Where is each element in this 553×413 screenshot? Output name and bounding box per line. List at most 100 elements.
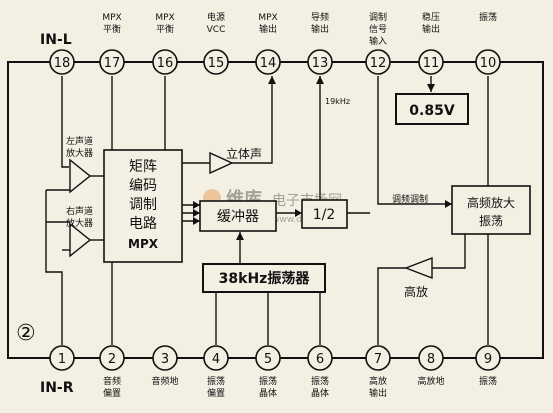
pin-circle bbox=[255, 345, 281, 371]
left-amp-triangle bbox=[69, 158, 92, 194]
pin-label: 音频 bbox=[103, 375, 121, 387]
right-amp-label-2: 放大器 bbox=[66, 217, 93, 229]
pin-circle bbox=[475, 49, 501, 75]
rf-amp-line-2: 振荡 bbox=[479, 214, 503, 228]
pin-label: 输出 bbox=[369, 387, 387, 399]
pin-label: 振荡 bbox=[311, 375, 329, 387]
stereo-triangle bbox=[209, 151, 234, 175]
pin-number: 10 bbox=[480, 56, 497, 71]
in-l-label: IN-L bbox=[40, 32, 72, 48]
pin-number: 16 bbox=[157, 56, 174, 71]
top-pin-18: 18 bbox=[49, 49, 75, 75]
pin-number: 12 bbox=[370, 56, 387, 71]
in-r-label: IN-R bbox=[40, 380, 74, 396]
bottom-pin-9: 9 振荡 bbox=[475, 345, 501, 387]
matrix-block bbox=[103, 149, 183, 263]
top-pin-10: 10 振荡 bbox=[475, 11, 501, 75]
pin-circle bbox=[365, 345, 391, 371]
regulator-block bbox=[395, 93, 469, 125]
pin-label: 平衡 bbox=[103, 23, 121, 35]
pin-label: 导频 bbox=[311, 11, 329, 23]
pin-label: 调制 bbox=[369, 11, 387, 23]
pin-label: 输出 bbox=[311, 23, 329, 35]
pin-circle bbox=[203, 49, 229, 75]
pin-label: 高放 bbox=[369, 375, 387, 387]
regulator-label: 0.85V bbox=[409, 103, 455, 119]
pin-number: 15 bbox=[208, 56, 225, 71]
pin-label: 高放地 bbox=[417, 375, 444, 387]
right-amp-triangle bbox=[69, 222, 92, 258]
pilot-freq-label: 19kHz bbox=[325, 97, 350, 106]
pin-circle bbox=[418, 345, 444, 371]
pin-label: 振荡 bbox=[479, 375, 497, 387]
stereo-label: 立体声 bbox=[226, 146, 262, 161]
rf-out-triangle bbox=[404, 256, 433, 280]
pin-number: 13 bbox=[312, 56, 329, 71]
pin-circle bbox=[255, 49, 281, 75]
left-amp-label-2: 放大器 bbox=[66, 147, 93, 159]
bottom-pin-3: 3 音频地 bbox=[151, 345, 179, 387]
pin-label: 电源 bbox=[207, 11, 225, 23]
pin-label: 信号 bbox=[369, 23, 387, 35]
pin-label: 平衡 bbox=[156, 23, 174, 35]
osc38-block bbox=[202, 263, 326, 293]
pin-label: MPX bbox=[102, 13, 121, 23]
pin-number: 2 bbox=[108, 352, 116, 367]
pin-label: MPX bbox=[155, 13, 174, 23]
pin-label: 偏置 bbox=[103, 387, 121, 399]
rf-out-label: 高放 bbox=[404, 284, 428, 299]
matrix-line-1: 矩阵 bbox=[129, 159, 157, 175]
pin-number: 3 bbox=[161, 352, 169, 367]
rf-amp-line-1: 高频放大 bbox=[467, 195, 515, 210]
pin-label: 振荡 bbox=[207, 375, 225, 387]
pin-label: MPX bbox=[258, 13, 277, 23]
pin-circle bbox=[49, 345, 75, 371]
pin-number: 4 bbox=[212, 352, 220, 367]
pin-label: 输出 bbox=[422, 23, 440, 35]
pin-label: 稳压 bbox=[422, 11, 440, 23]
pin-number: 7 bbox=[374, 352, 382, 367]
buffer-block bbox=[199, 200, 277, 232]
pin-number: 17 bbox=[104, 56, 121, 71]
matrix-line-3: 调制 bbox=[129, 197, 157, 213]
right-amp-label-1: 右声道 bbox=[66, 205, 93, 217]
pin-circle bbox=[307, 345, 333, 371]
left-amp-label-1: 左声道 bbox=[66, 135, 93, 147]
buffer-label: 缓冲器 bbox=[217, 209, 259, 225]
pin-label: 振荡 bbox=[479, 11, 497, 23]
pin-label: 音频地 bbox=[151, 375, 178, 387]
pin-circle bbox=[203, 345, 229, 371]
pin-label: 晶体 bbox=[259, 387, 277, 399]
matrix-line-5: MPX bbox=[128, 237, 159, 251]
pin-number: 14 bbox=[260, 56, 277, 71]
divider-label: 1/2 bbox=[313, 207, 336, 223]
divider-block bbox=[301, 199, 348, 229]
circle-mark: ② bbox=[16, 321, 36, 346]
matrix-line-2: 编码 bbox=[129, 178, 157, 194]
pin-number: 11 bbox=[423, 56, 440, 71]
pin-label: 偏置 bbox=[207, 387, 225, 399]
pin-number: 9 bbox=[484, 352, 492, 367]
pin-circle bbox=[99, 49, 125, 75]
pin-number: 5 bbox=[264, 352, 272, 367]
arrows bbox=[193, 76, 452, 240]
matrix-line-4: 电路 bbox=[129, 216, 157, 232]
pin-label: 输出 bbox=[259, 23, 277, 35]
pin-label: 输入 bbox=[369, 35, 387, 47]
pin-number: 6 bbox=[316, 352, 324, 367]
